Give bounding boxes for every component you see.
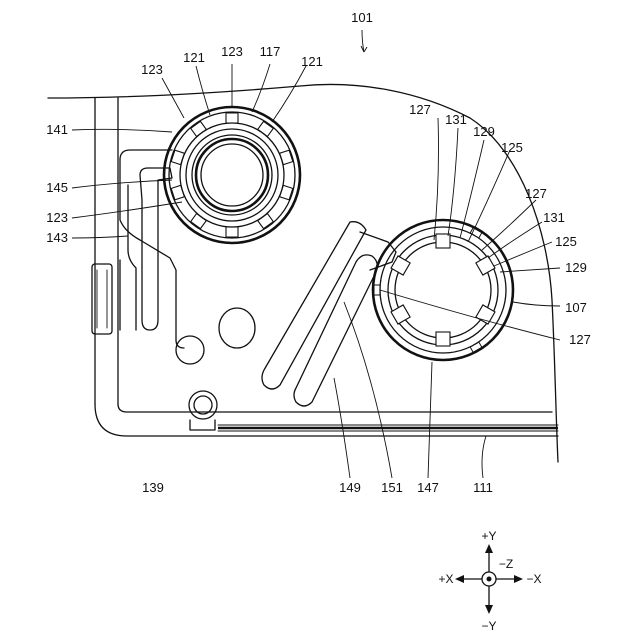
arrow-down-icon xyxy=(485,605,493,614)
label-147: 147 xyxy=(417,480,439,495)
axis-minus-z: −Z xyxy=(499,557,513,571)
label-149: 149 xyxy=(339,480,361,495)
axis-minus-y: −Y xyxy=(481,619,496,633)
label-127-top: 127 xyxy=(409,102,431,117)
label-131-top: 131 xyxy=(445,112,467,127)
arrow-up-icon xyxy=(485,544,493,553)
upper-gear-assembly xyxy=(164,107,300,243)
label-123-top: 123 xyxy=(221,44,243,59)
axis-plus-y: +Y xyxy=(481,529,496,543)
axis-indicator: +Y −Y +X −X −Z xyxy=(438,529,541,633)
axis-minus-x: −X xyxy=(526,572,541,586)
assembly-ref-label: 101 xyxy=(351,10,373,25)
label-125-right: 125 xyxy=(555,234,577,249)
arrow-right-icon xyxy=(514,575,523,583)
label-127-right: 127 xyxy=(525,186,547,201)
label-141: 141 xyxy=(46,122,68,137)
label-143: 143 xyxy=(46,230,68,245)
label-139: 139 xyxy=(142,480,164,495)
axis-plus-x: +X xyxy=(438,572,453,586)
leader-lines xyxy=(72,30,560,478)
label-151: 151 xyxy=(381,480,403,495)
base-plate xyxy=(120,150,184,348)
label-123-left: 123 xyxy=(46,210,68,225)
label-117: 117 xyxy=(260,44,281,59)
label-129-top: 129 xyxy=(473,124,495,139)
label-131-right: 131 xyxy=(543,210,565,225)
label-127-lower: 127 xyxy=(569,332,591,347)
label-107: 107 xyxy=(565,300,587,315)
arrow-left-icon xyxy=(455,575,464,583)
label-145: 145 xyxy=(46,180,68,195)
label-125-top: 125 xyxy=(501,140,523,155)
label-123-upper-left: 123 xyxy=(141,62,163,77)
label-129-right: 129 xyxy=(565,260,587,275)
label-121-left: 121 xyxy=(183,50,205,65)
label-121-right: 121 xyxy=(301,54,323,69)
label-111: 111 xyxy=(473,480,493,495)
